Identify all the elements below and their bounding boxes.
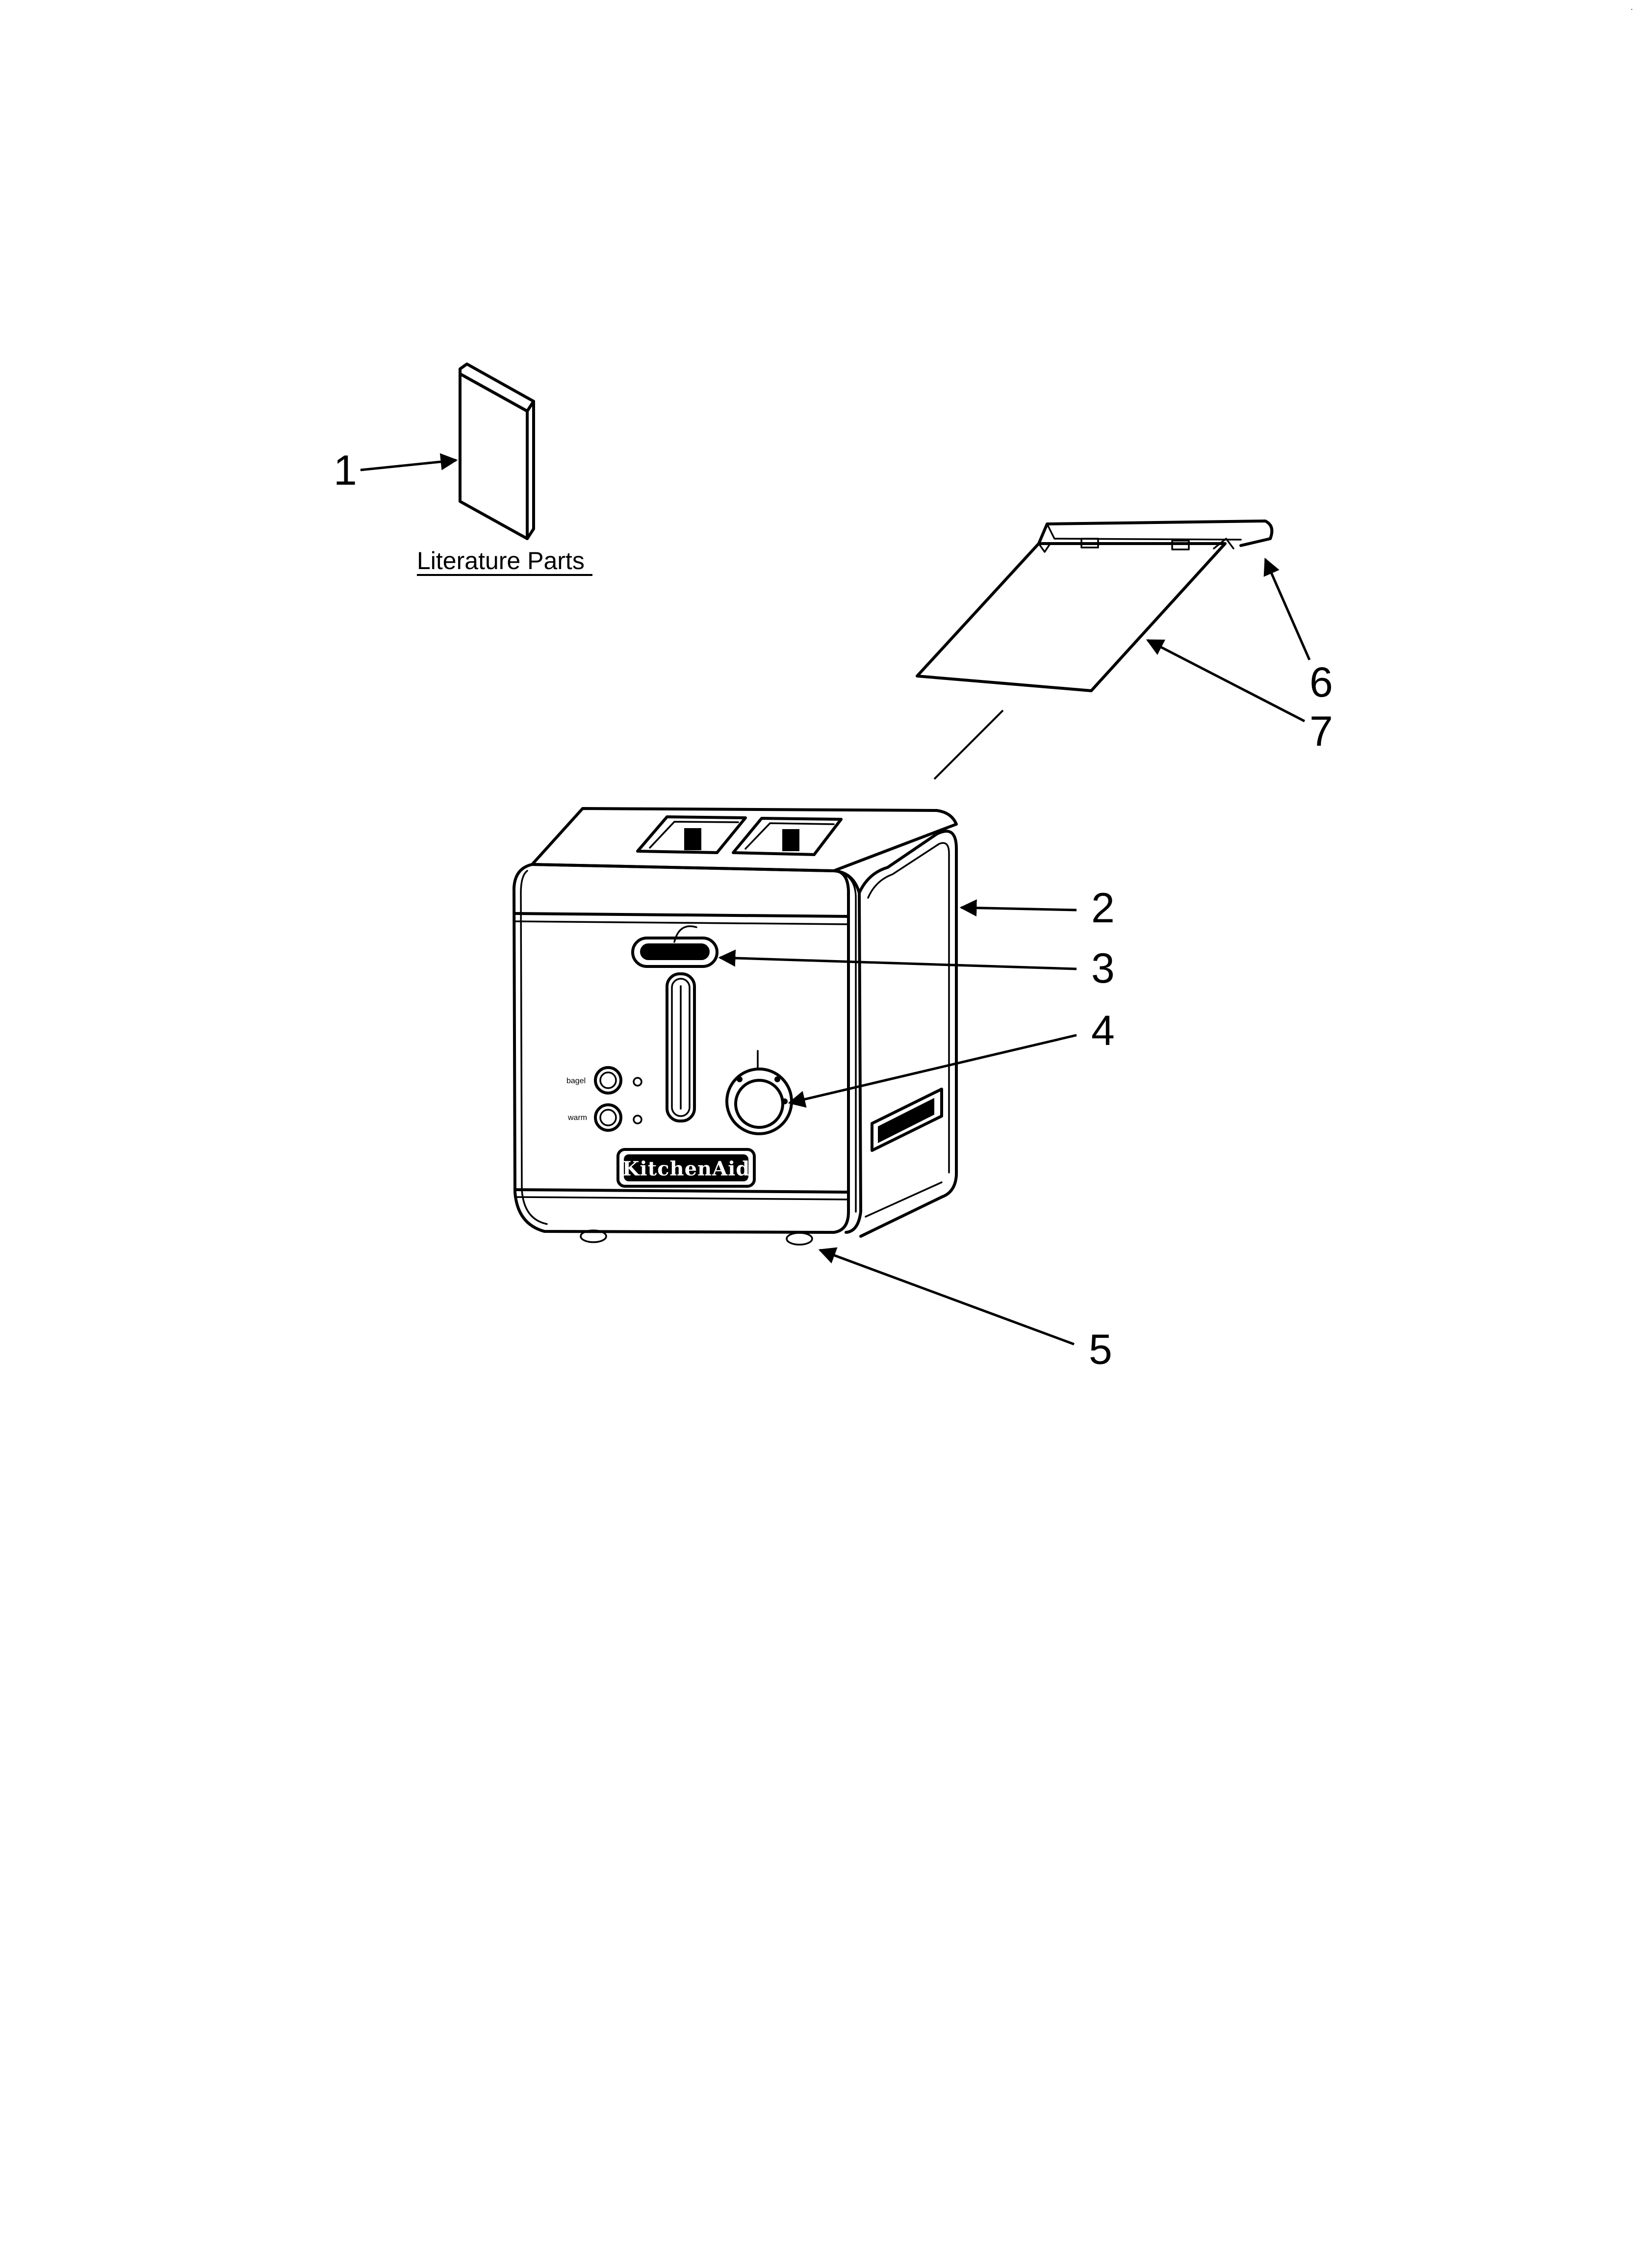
callout-6: 6 — [1309, 659, 1333, 706]
callout-6-arrow — [1263, 557, 1311, 661]
callout-1-arrow — [360, 453, 458, 471]
callout-4-arrow — [788, 1034, 1077, 1108]
literature-booklet — [459, 363, 535, 540]
function-buttons: bagel warm — [566, 1066, 642, 1132]
lever-handle — [631, 925, 718, 1122]
brand-logo: KitchenAid — [622, 1157, 750, 1180]
callout-5: 5 — [1089, 1326, 1112, 1373]
literature-parts-label: Literature Parts — [417, 547, 585, 574]
tray-insertion-line — [933, 709, 1004, 780]
bagel-label: bagel — [566, 1077, 586, 1085]
browning-knob — [725, 1050, 793, 1135]
brand-badge: KitchenAid — [616, 1148, 756, 1188]
callout-2: 2 — [1091, 885, 1115, 932]
callout-1: 1 — [334, 447, 357, 494]
toaster-body — [513, 807, 958, 1246]
crumb-tray — [916, 520, 1274, 692]
callout-7-arrow — [1146, 639, 1306, 723]
corner-mark: . — [1631, 3, 1633, 12]
callout-3: 3 — [1091, 945, 1115, 992]
callout-5-arrow — [818, 1247, 1075, 1346]
callout-4: 4 — [1091, 1007, 1115, 1054]
callout-3-arrow — [718, 949, 1077, 970]
warm-label: warm — [567, 1114, 587, 1122]
callout-7: 7 — [1309, 708, 1333, 755]
callout-2-arrow — [959, 899, 1077, 917]
